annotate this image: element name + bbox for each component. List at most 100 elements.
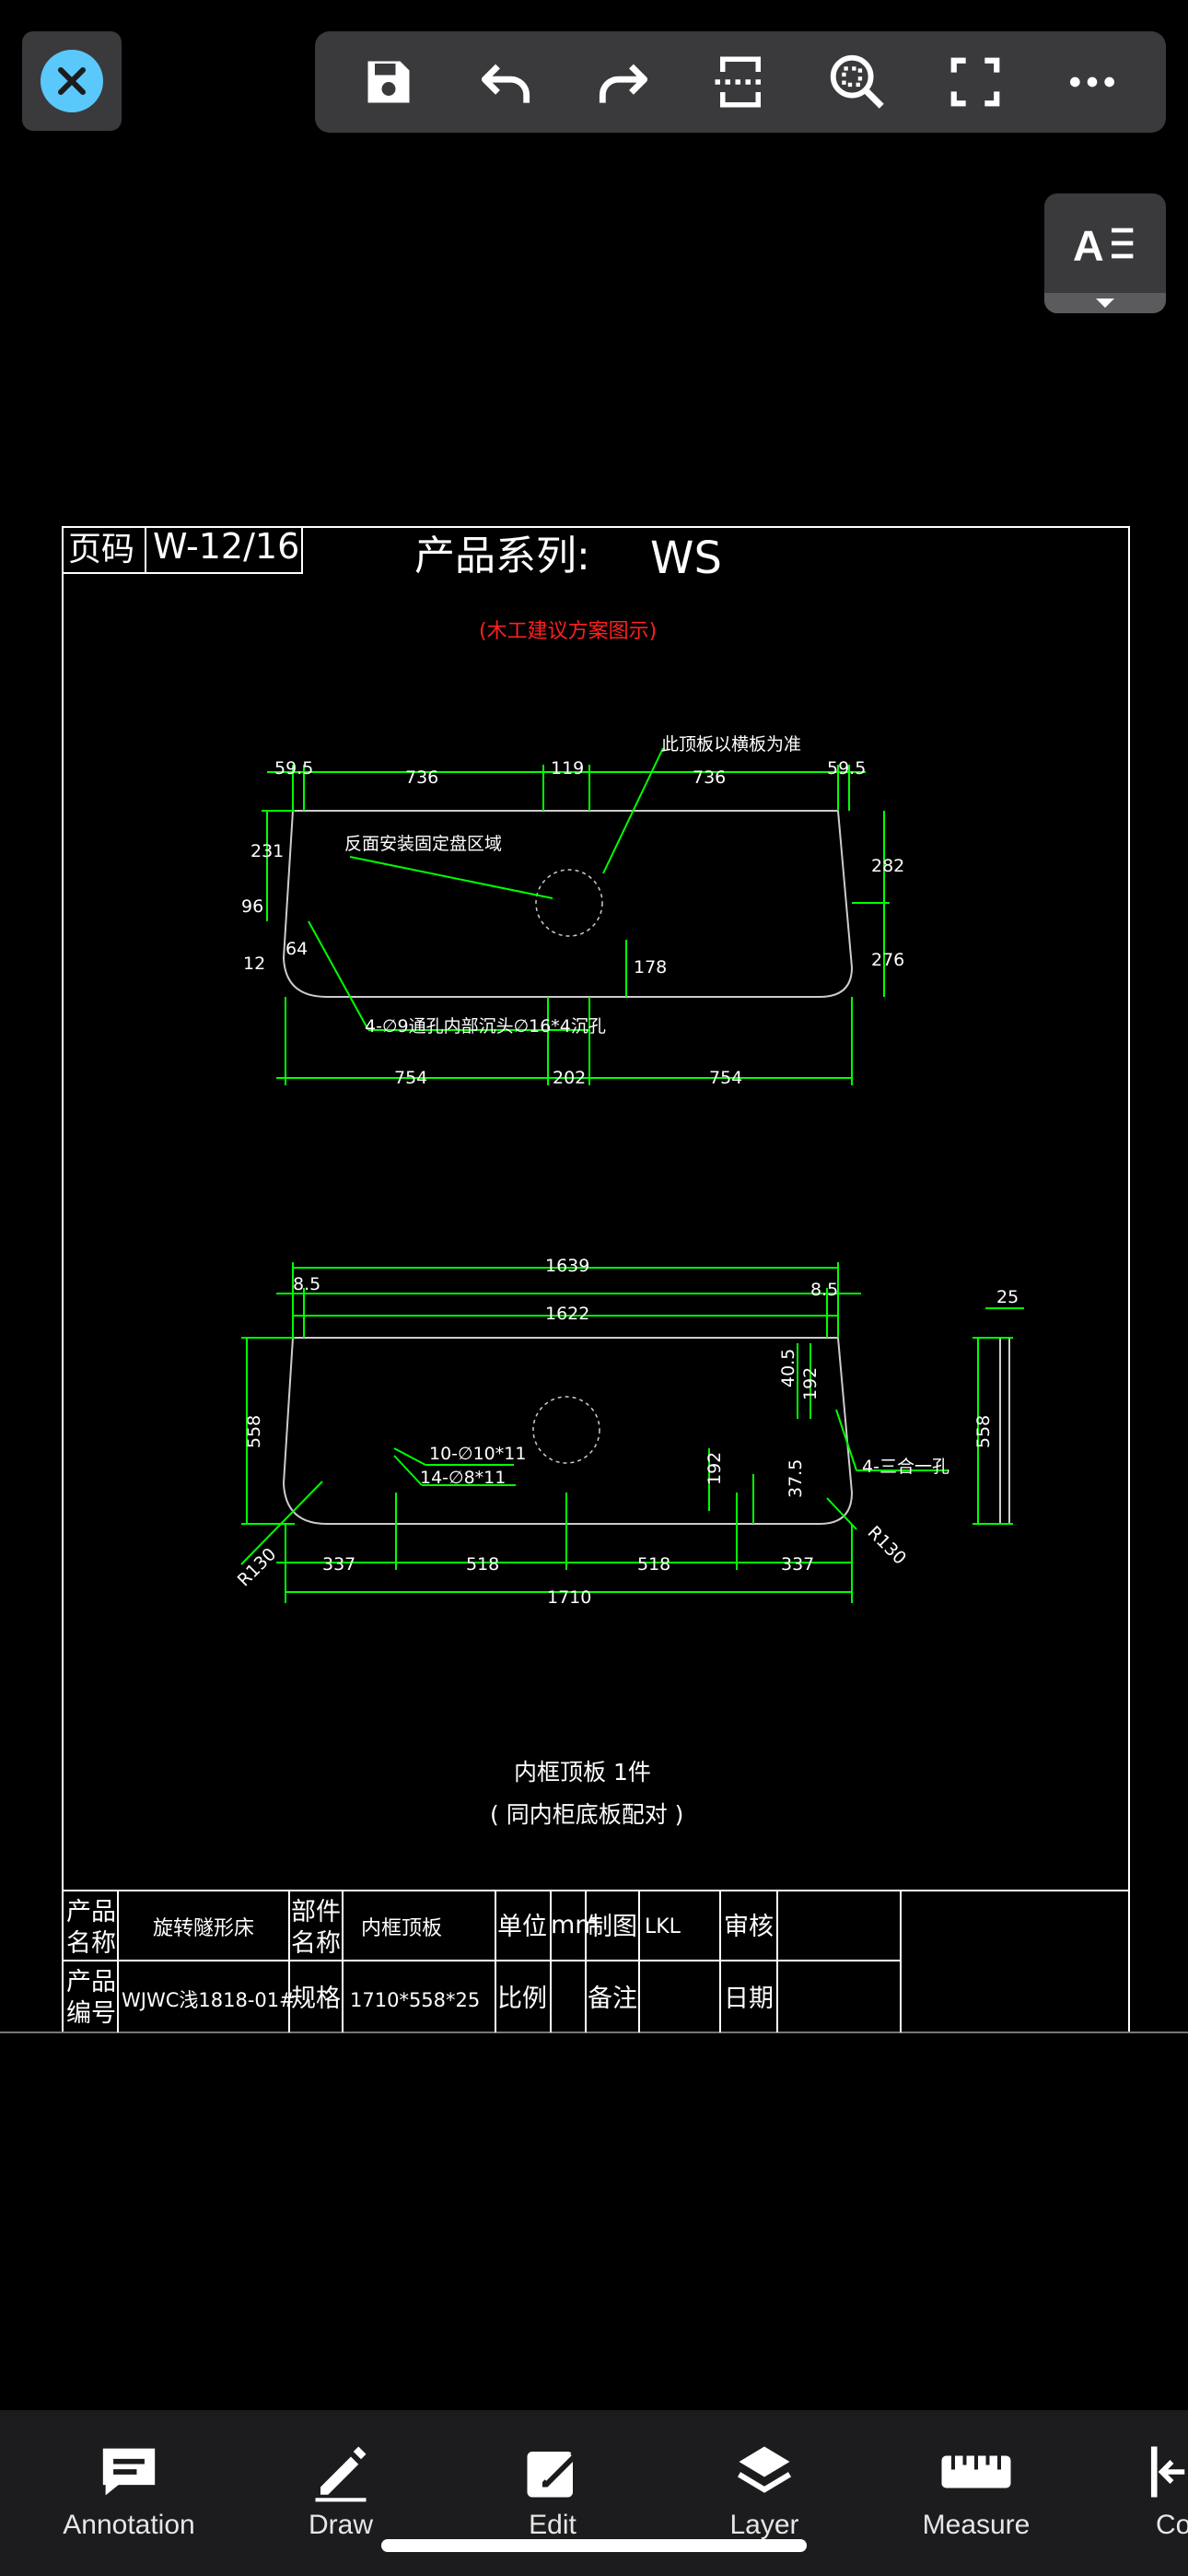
tb-drawn: LKL — [645, 1915, 681, 1938]
layer-icon — [737, 2446, 792, 2493]
tb-product-code-label: 产品 — [66, 1968, 116, 1996]
series-label: 产品系列: — [414, 533, 590, 580]
tab-layer-label: Layer — [729, 2510, 799, 2540]
dim-bot-5: 25 — [996, 1287, 1019, 1307]
dim-top-4: 736 — [693, 767, 726, 788]
tb-date-label: 日期 — [724, 1985, 774, 2013]
dim-top-15: 754 — [709, 1068, 742, 1088]
callout-bot-5: R130 — [864, 1522, 911, 1569]
dim-top-13: 754 — [394, 1068, 427, 1088]
fullscreen-button[interactable] — [934, 41, 1017, 123]
text-format-icon: A — [1073, 222, 1134, 270]
tab-edit-label: Edit — [529, 2510, 577, 2540]
more-button[interactable] — [1051, 41, 1134, 123]
tb-part-name-label-2: 名称 — [291, 1929, 341, 1958]
note-red: (木工建议方案图示) — [479, 620, 657, 643]
fullscreen-icon — [950, 57, 1000, 107]
tb-product-name-label-2: 名称 — [66, 1929, 116, 1958]
tb-part-name: 内框顶板 — [361, 1917, 442, 1940]
home-indicator — [381, 2539, 807, 2552]
close-button[interactable] — [22, 31, 122, 131]
caption-1: 内框顶板 1件 — [514, 1759, 651, 1786]
dim-bot-12: 337 — [322, 1554, 355, 1575]
tb-unit: mm — [551, 1911, 600, 1939]
tab-compare[interactable]: Co — [1101, 2441, 1188, 2552]
compare-icon — [1150, 2446, 1185, 2498]
dim-bot-13: 518 — [466, 1554, 499, 1575]
top-toolbar — [315, 31, 1166, 133]
dim-bot-10: 192 — [705, 1452, 725, 1485]
tab-draw[interactable]: Draw — [253, 2441, 428, 2552]
undo-button[interactable] — [464, 41, 547, 123]
dim-bot-15: 337 — [781, 1554, 814, 1575]
callout-top-3: 4-∅9通孔内部沉头∅16*4沉孔 — [365, 1016, 606, 1036]
text-format-button[interactable]: A — [1044, 193, 1166, 313]
annotation-icon — [102, 2448, 156, 2496]
tab-measure-label: Measure — [922, 2510, 1031, 2540]
tb-spec-label: 规格 — [291, 1985, 341, 2013]
tb-product-name-label: 产品 — [66, 1898, 116, 1926]
tab-edit[interactable]: Edit — [465, 2441, 640, 2552]
callout-top-2: 反面安装固定盘区域 — [344, 834, 502, 854]
dim-bot-7: 40.5 — [778, 1349, 798, 1388]
dim-top-8: 12 — [243, 954, 265, 974]
page-code: W-12/16 — [153, 526, 299, 567]
dim-bot-8: 192 — [800, 1367, 821, 1400]
series-value: WS — [650, 533, 722, 584]
tb-product-name: 旋转隧形床 — [153, 1917, 254, 1940]
draw-icon — [315, 2446, 367, 2502]
dim-top-5: 59.5 — [827, 758, 866, 779]
redo-icon — [599, 64, 647, 103]
tb-scale-label: 比例 — [497, 1985, 547, 2013]
tab-annotation-label: Annotation — [63, 2510, 195, 2540]
dim-top-14: 202 — [553, 1068, 586, 1088]
save-button[interactable] — [347, 41, 430, 123]
caption-2: ( 同内柜底板配对 ) — [490, 1801, 683, 1828]
measure-icon — [941, 2455, 1011, 2488]
dim-top-11: 282 — [871, 856, 904, 876]
callout-top-1: 此顶板以横板为准 — [661, 734, 801, 755]
dim-top-10: 178 — [634, 957, 667, 978]
dim-top-9: 64 — [285, 939, 308, 959]
dim-top-2: 736 — [405, 767, 438, 788]
tab-layer[interactable]: Layer — [677, 2441, 852, 2552]
dim-top-3: 119 — [551, 758, 584, 779]
tb-remark-label: 备注 — [588, 1985, 637, 2013]
callout-bot-4: R130 — [234, 1544, 281, 1591]
edit-icon — [527, 2452, 578, 2498]
tab-annotation[interactable]: Annotation — [41, 2441, 216, 2552]
split-view-icon — [715, 56, 766, 108]
tb-unit-label: 单位 — [497, 1913, 547, 1941]
dim-bot-16: 1710 — [547, 1587, 591, 1608]
dim-bot-4: 1622 — [545, 1304, 589, 1324]
callout-bot-1: 10-∅10*11 — [429, 1444, 526, 1464]
dim-top-1: 59.5 — [274, 758, 313, 779]
zoom-area-icon — [831, 54, 885, 109]
dim-bot-9: 558 — [973, 1415, 994, 1448]
close-icon — [41, 50, 103, 112]
dim-bot-14: 518 — [637, 1554, 670, 1575]
tb-drawn-label: 制图 — [588, 1913, 637, 1941]
svg-text:A: A — [1073, 222, 1104, 270]
tb-part-name-label: 部件 — [291, 1898, 341, 1926]
save-icon — [367, 61, 410, 103]
callout-bot-3: 4-三合一孔 — [862, 1457, 949, 1477]
cad-drawing[interactable]: 页码 W-12/16 产品系列: WS (木工建议方案图示) 59.5 736 … — [0, 516, 1188, 2036]
callout-bot-2: 14-∅8*11 — [420, 1468, 506, 1488]
dim-top-6: 231 — [250, 841, 284, 861]
dim-bot-11: 37.5 — [786, 1459, 806, 1498]
redo-button[interactable] — [582, 41, 665, 123]
dim-top-7: 96 — [241, 896, 263, 917]
tb-product-code: WJWC浅1818-01# — [122, 1989, 296, 2011]
dim-bot-3: 8.5 — [810, 1280, 838, 1300]
zoom-area-button[interactable] — [816, 41, 899, 123]
more-icon — [1070, 76, 1115, 88]
dim-bot-1: 1639 — [545, 1256, 589, 1276]
tab-measure[interactable]: Measure — [889, 2441, 1064, 2552]
chevron-down-icon — [1096, 299, 1114, 308]
tab-draw-label: Draw — [308, 2510, 373, 2540]
undo-icon — [482, 64, 530, 103]
dim-top-12: 276 — [871, 950, 904, 970]
dim-bot-2: 8.5 — [293, 1274, 320, 1294]
split-view-button[interactable] — [699, 41, 782, 123]
